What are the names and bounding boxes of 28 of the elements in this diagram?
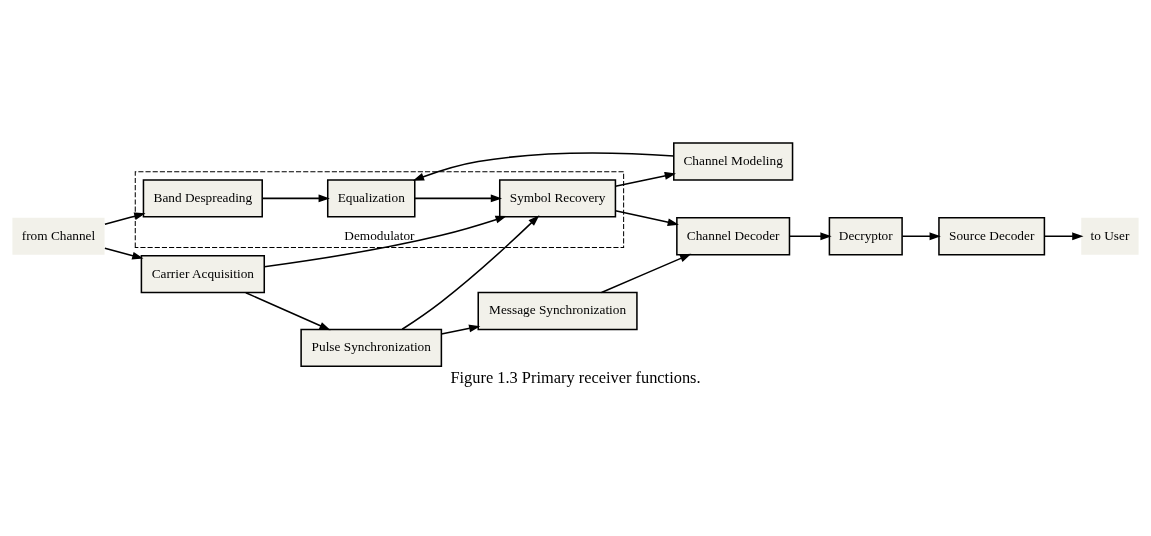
arrow (261, 194, 330, 203)
caption: Figure 1.3 Primary receiver functions. (450, 368, 701, 388)
node-box: Band Despreading (142, 179, 263, 218)
arrow (104, 247, 144, 260)
arrow (412, 152, 675, 181)
node-box: Message Synchronization (477, 291, 638, 331)
node-box: to User (1081, 217, 1139, 255)
node-box: Pulse Synchronization (300, 328, 443, 368)
arrow (440, 324, 481, 335)
node-box: Channel Modeling (673, 142, 794, 181)
arrow (600, 253, 692, 294)
arrow (614, 171, 676, 188)
node-box: from Channel (12, 217, 105, 255)
arrow (614, 210, 679, 227)
arrow (414, 194, 503, 203)
node-box: Carrier Acquisition (140, 254, 266, 294)
arrow (245, 292, 331, 331)
arrow (401, 215, 540, 331)
node-box: Symbol Recovery (498, 179, 617, 218)
arrow (788, 232, 832, 241)
node-box: Source Decoder (938, 217, 1046, 256)
arrow (901, 232, 941, 241)
arrow (263, 215, 507, 268)
arrow (1043, 232, 1084, 241)
arrow (104, 212, 146, 225)
node-box: Channel Decoder (676, 217, 791, 256)
node-box: Equalization (326, 179, 416, 218)
node-box: Decryptor (828, 217, 903, 256)
